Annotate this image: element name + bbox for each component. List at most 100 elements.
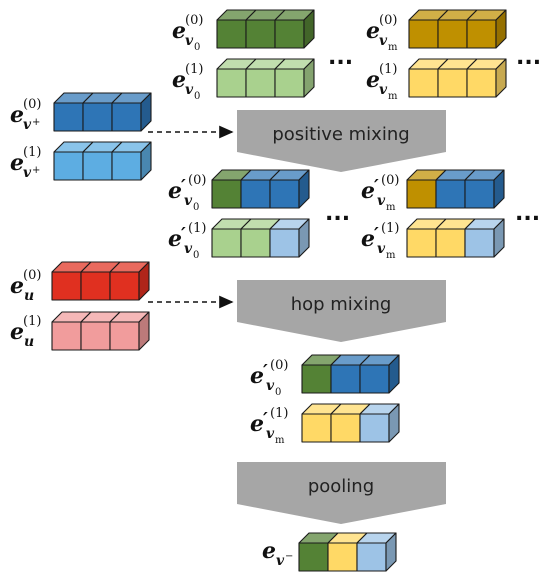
svg-text:′: ′ [181,176,186,197]
block-eprime-vm-1-hop [301,403,400,443]
svg-text:0: 0 [194,91,200,102]
svg-text:′: ′ [263,409,268,430]
svg-text:0: 0 [194,42,200,53]
block-e-vm-1 [408,58,507,98]
svg-text:v: v [266,426,275,442]
label-e-vm-0: e (0) v m [366,13,398,53]
svg-text:(1): (1) [381,221,399,236]
svg-text:v: v [379,82,388,98]
svg-text:e: e [10,319,24,345]
svg-text:v: v [266,378,275,394]
svg-text:+: + [32,117,40,128]
svg-text:′: ′ [374,176,379,197]
hop-mixing-label: hop mixing [291,294,392,315]
label-e-v0-0: e (0) v 0 [172,13,203,53]
svg-text:+: + [32,165,40,176]
label-e-v0-1: e (1) v 0 [172,62,203,102]
svg-text:u: u [24,288,34,304]
ellipsis-top-right: ... [516,45,541,70]
block-eprime-v0-0-hop [301,354,400,394]
svg-text:(0): (0) [23,97,41,112]
label-eprime-v0-1: e ′ (1) v 0 [168,221,206,261]
svg-text:v: v [377,241,386,257]
label-e-vm-1: e (1) v m [366,62,398,102]
block-eprime-vm-1 [406,218,505,258]
block-e-u-0 [51,261,150,301]
positive-mixing-label: positive mixing [272,124,409,145]
svg-text:v: v [184,193,193,209]
label-eprime-vm-0: e ′ (0) v m [361,173,399,213]
svg-text:m: m [388,91,398,102]
svg-text:(1): (1) [270,406,288,421]
svg-text:v: v [185,82,194,98]
label-e-u-1: e (1) u [10,314,41,350]
label-e-vplus-1: e (1) v + [10,145,41,181]
svg-text:′: ′ [181,224,186,245]
block-e-vplus-0 [53,92,152,132]
label-e-u-0: e (0) u [10,268,41,304]
svg-text:m: m [386,202,396,213]
ellipsis-mid-middle: ... [325,201,350,226]
svg-text:(1): (1) [379,62,397,77]
svg-text:e: e [262,538,276,564]
svg-text:v: v [23,165,32,181]
svg-text:e: e [10,273,24,299]
svg-text:v: v [23,117,32,133]
label-e-vminus: e v − [262,538,293,569]
svg-text:u: u [24,334,34,350]
svg-text:e: e [366,18,380,44]
block-e-v0-0 [216,9,315,49]
svg-text:v: v [184,241,193,257]
block-e-vminus [298,532,397,572]
pooling-step: pooling [237,462,446,524]
svg-text:m: m [386,250,396,261]
hop-mixing-step: hop mixing [237,280,446,342]
svg-text:v: v [185,33,194,49]
svg-text:m: m [275,435,285,446]
svg-text:(1): (1) [23,145,41,160]
ellipsis-mid-right: ... [515,201,540,226]
svg-text:v: v [379,33,388,49]
positive-mixing-step: positive mixing [237,110,446,172]
svg-text:v: v [377,193,386,209]
svg-text:e: e [250,363,264,389]
svg-text:′: ′ [374,224,379,245]
svg-text:e: e [172,67,186,93]
svg-text:(1): (1) [23,314,41,329]
block-e-u-1 [51,311,150,351]
svg-text:(1): (1) [188,221,206,236]
svg-text:(0): (0) [379,13,397,28]
svg-text:m: m [388,42,398,53]
label-eprime-vm-1: e ′ (1) v m [361,221,399,261]
block-eprime-v0-0 [211,169,310,209]
svg-text:0: 0 [193,202,199,213]
svg-text:(0): (0) [185,13,203,28]
label-eprime-v0-0-hop: e ′ (0) v 0 [250,358,288,398]
svg-text:0: 0 [193,250,199,261]
svg-text:(0): (0) [270,358,288,373]
block-e-v0-1 [216,58,315,98]
svg-text:(1): (1) [185,62,203,77]
svg-text:e: e [168,178,182,204]
pooling-label: pooling [308,476,374,497]
svg-text:′: ′ [263,361,268,382]
label-e-vplus-0: e (0) v + [10,97,41,133]
svg-text:e: e [361,226,375,252]
block-eprime-vm-0 [406,169,505,209]
svg-text:e: e [10,102,24,128]
svg-text:(0): (0) [381,173,399,188]
embedding-blocks [51,9,507,572]
svg-text:(0): (0) [188,173,206,188]
svg-text:e: e [361,178,375,204]
ellipsis-top-middle: ... [328,45,353,70]
svg-text:e: e [250,411,264,437]
block-e-vplus-1 [53,141,152,181]
svg-text:e: e [366,67,380,93]
svg-text:e: e [168,226,182,252]
label-eprime-vm-1-hop: e ′ (1) v m [250,406,288,446]
svg-text:−: − [285,551,293,562]
svg-text:0: 0 [275,387,281,398]
svg-text:e: e [172,18,186,44]
